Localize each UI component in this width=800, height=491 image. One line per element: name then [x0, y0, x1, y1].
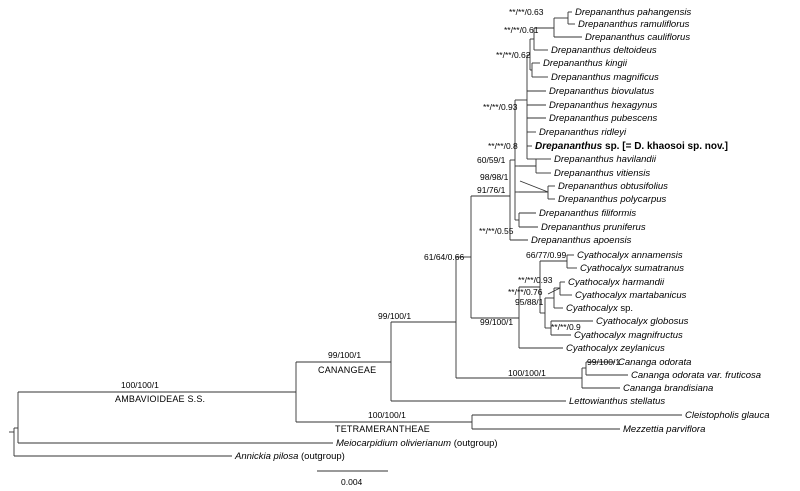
- taxon-label: Cyathocalyx sumatranus: [580, 263, 684, 274]
- support-values: **/**/0.63 **/**/0.61 **/**/0.62 **/**/0…: [121, 7, 620, 420]
- clade-label-tetrameranthe: TETRAMERANTHEAE: [335, 424, 430, 434]
- support-value: 60/59/1: [477, 155, 506, 165]
- taxon-label: Cyathocalyx sp.: [566, 303, 633, 314]
- support-value: **/**/0.62: [496, 50, 531, 60]
- taxon-label: Lettowianthus stellatus: [569, 396, 665, 407]
- taxon-label: Cananga odorata: [618, 357, 691, 368]
- taxon-label: Drepananthus apoensis: [531, 235, 632, 246]
- taxon-label: Drepananthus ramuliflorus: [578, 19, 690, 30]
- support-value: 99/100/1: [328, 350, 361, 360]
- taxon-label: Cyathocalyx magnifructus: [574, 330, 683, 341]
- support-value: 99/100/1: [587, 357, 620, 367]
- support-value: **/**/0.8: [488, 141, 518, 151]
- leader-line: [519, 180, 549, 193]
- taxon-label: Drepananthus filiformis: [539, 208, 636, 219]
- taxon-label: Cananga odorata var. fruticosa: [631, 370, 761, 381]
- taxon-label: Drepananthus hexagynus: [549, 100, 658, 111]
- support-value: 99/100/1: [480, 317, 513, 327]
- support-value: **/**/0.93: [518, 275, 553, 285]
- clade-labels: CANANGEAE AMBAVIOIDEAE S.S. TETRAMERANTH…: [115, 365, 430, 434]
- support-value: 99/100/1: [378, 311, 411, 321]
- taxon-label: Drepananthus biovulatus: [549, 86, 654, 97]
- taxon-label: Cyathocalyx zeylanicus: [566, 343, 665, 354]
- scale-bar: 0.004: [317, 470, 388, 487]
- taxon-label: Cleistopholis glauca: [685, 410, 770, 421]
- taxon-label: Drepananthus deltoideus: [551, 45, 657, 56]
- taxon-label: Cananga brandisiana: [623, 383, 713, 394]
- taxon-labels: Drepananthus pahangensis Drepananthus ra…: [234, 7, 770, 462]
- taxon-label: Drepananthus havilandii: [554, 154, 657, 165]
- taxon-label: Drepananthus vitiensis: [554, 168, 650, 179]
- support-value: 61/64/0.66: [424, 252, 464, 262]
- support-value: 100/100/1: [368, 410, 406, 420]
- support-value: **/**/0.63: [509, 7, 544, 17]
- taxon-label: Drepananthus cauliflorus: [585, 32, 690, 43]
- taxon-label-outgroup: Meiocarpidium olivierianum (outgroup): [336, 438, 498, 449]
- support-value: **/**/0.9: [551, 322, 581, 332]
- support-value: **/**/0.55: [479, 226, 514, 236]
- scale-bar-label: 0.004: [341, 477, 363, 487]
- leader-line: [547, 287, 561, 295]
- support-value: 91/76/1: [477, 185, 506, 195]
- taxon-label-new-species: Drepananthus sp. [= D. khaosoi sp. nov.]: [535, 141, 728, 152]
- taxon-label: Drepananthus ridleyi: [539, 127, 627, 138]
- support-value: 100/100/1: [508, 368, 546, 378]
- support-value: 95/88/1: [515, 297, 544, 307]
- taxon-label-outgroup: Annickia pilosa (outgroup): [234, 451, 345, 462]
- clade-label-ambavioideae: AMBAVIOIDEAE S.S.: [115, 394, 205, 404]
- clade-label-canangeae: CANANGEAE: [318, 365, 376, 375]
- taxon-label: Cyathocalyx globosus: [596, 316, 689, 327]
- support-value: 66/77/0.99: [526, 250, 566, 260]
- support-value: **/**/0.61: [504, 25, 539, 35]
- support-value: 98/98/1: [480, 172, 509, 182]
- taxon-label: Drepananthus magnificus: [551, 72, 659, 83]
- support-value: **/**/0.76: [508, 287, 543, 297]
- taxon-label: Drepananthus obtusifolius: [558, 181, 668, 192]
- tree-branches: [9, 11, 682, 457]
- taxon-label: Cyathocalyx martabanicus: [575, 290, 687, 301]
- taxon-label: Mezzettia parviflora: [623, 424, 705, 435]
- taxon-label: Cyathocalyx harmandii: [568, 277, 665, 288]
- taxon-label: Drepananthus pahangensis: [575, 7, 691, 18]
- support-value: **/**/0.93: [483, 102, 518, 112]
- taxon-label: Drepananthus pruniferus: [541, 222, 646, 233]
- taxon-label: Drepananthus pubescens: [549, 113, 658, 124]
- support-value: 100/100/1: [121, 380, 159, 390]
- taxon-label: Drepananthus polycarpus: [558, 194, 667, 205]
- taxon-label: Drepananthus kingii: [543, 58, 628, 69]
- taxon-label: Cyathocalyx annamensis: [577, 250, 683, 261]
